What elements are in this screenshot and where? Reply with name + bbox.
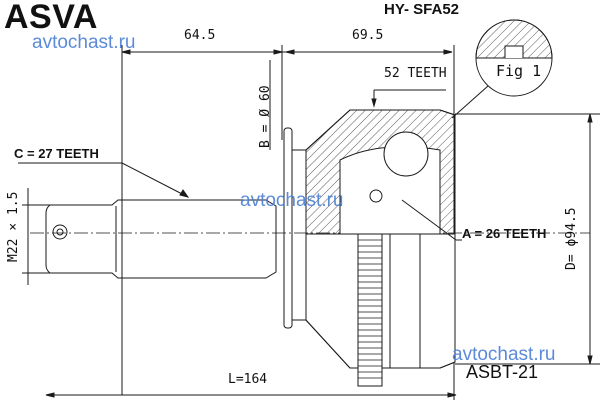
dim-total-length: L=164 bbox=[228, 372, 268, 387]
watermark-center: avtochast.ru bbox=[240, 190, 344, 211]
ball bbox=[383, 131, 429, 177]
watermark-top-left: avtochast.ru bbox=[32, 32, 136, 53]
dim-thread: M22 × 1.5 bbox=[6, 191, 21, 262]
brand-logo: ASVA bbox=[4, 0, 98, 36]
abs-ring bbox=[357, 233, 383, 387]
dim-69-5: 69.5 bbox=[352, 28, 384, 43]
callout-abs-teeth: 52 TEETH bbox=[384, 66, 447, 81]
catalog-code: ASBT-21 bbox=[466, 362, 539, 382]
part-number: HY- SFA52 bbox=[384, 1, 460, 18]
callout-c-teeth: C = 27 TEETH bbox=[14, 146, 99, 161]
dim-64-5: 64.5 bbox=[184, 28, 216, 43]
watermark-bottom-right: avtochast.ru bbox=[452, 344, 556, 365]
dim-diameter-b: B = Ø 60 bbox=[258, 85, 273, 148]
fig1-label: Fig 1 bbox=[496, 62, 542, 80]
callout-a-teeth: A = 26 TEETH bbox=[462, 226, 547, 241]
dim-diameter-d: D= ϕ94.5 bbox=[564, 207, 579, 270]
